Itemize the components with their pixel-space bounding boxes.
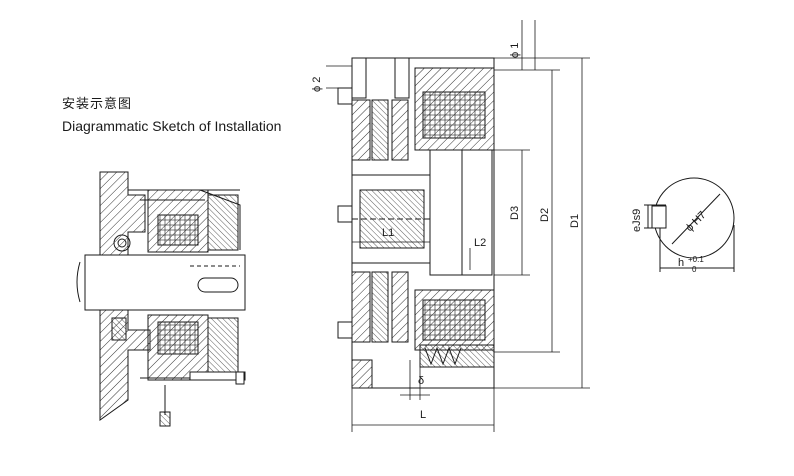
dimension-lines bbox=[326, 20, 590, 432]
dim-keyway-depth: eJs9 bbox=[631, 209, 643, 232]
dim-phi2: ϕ 2 bbox=[311, 77, 323, 92]
dim-D2: D2 bbox=[539, 208, 551, 222]
dim-L: L bbox=[420, 409, 426, 421]
dim-D1: D1 bbox=[569, 214, 581, 228]
dim-phi1: ϕ 1 bbox=[509, 43, 521, 58]
dim-tol-lower: 0 bbox=[692, 265, 697, 274]
caption-english: Diagrammatic Sketch of Installation bbox=[62, 118, 282, 134]
dim-D3: D3 bbox=[509, 206, 521, 220]
installation-sketch bbox=[76, 171, 246, 427]
dimension-labels: ϕ 1 ϕ 2 D1 D2 D3 L1 L2 L δ bbox=[311, 43, 581, 421]
dim-L1: L1 bbox=[382, 227, 394, 239]
dim-bore: ϕ H7 bbox=[684, 209, 709, 234]
dim-tol-upper: +0.1 bbox=[688, 255, 704, 264]
caption-chinese: 安装示意图 bbox=[62, 97, 133, 112]
keyway-labels: eJs9 ϕ H7 h +0.1 0 bbox=[631, 209, 709, 274]
dim-key-h: h bbox=[678, 257, 684, 269]
dim-L2: L2 bbox=[474, 237, 486, 249]
dim-delta: δ bbox=[418, 375, 424, 387]
keyway-detail bbox=[644, 177, 735, 272]
section-view bbox=[337, 57, 495, 389]
